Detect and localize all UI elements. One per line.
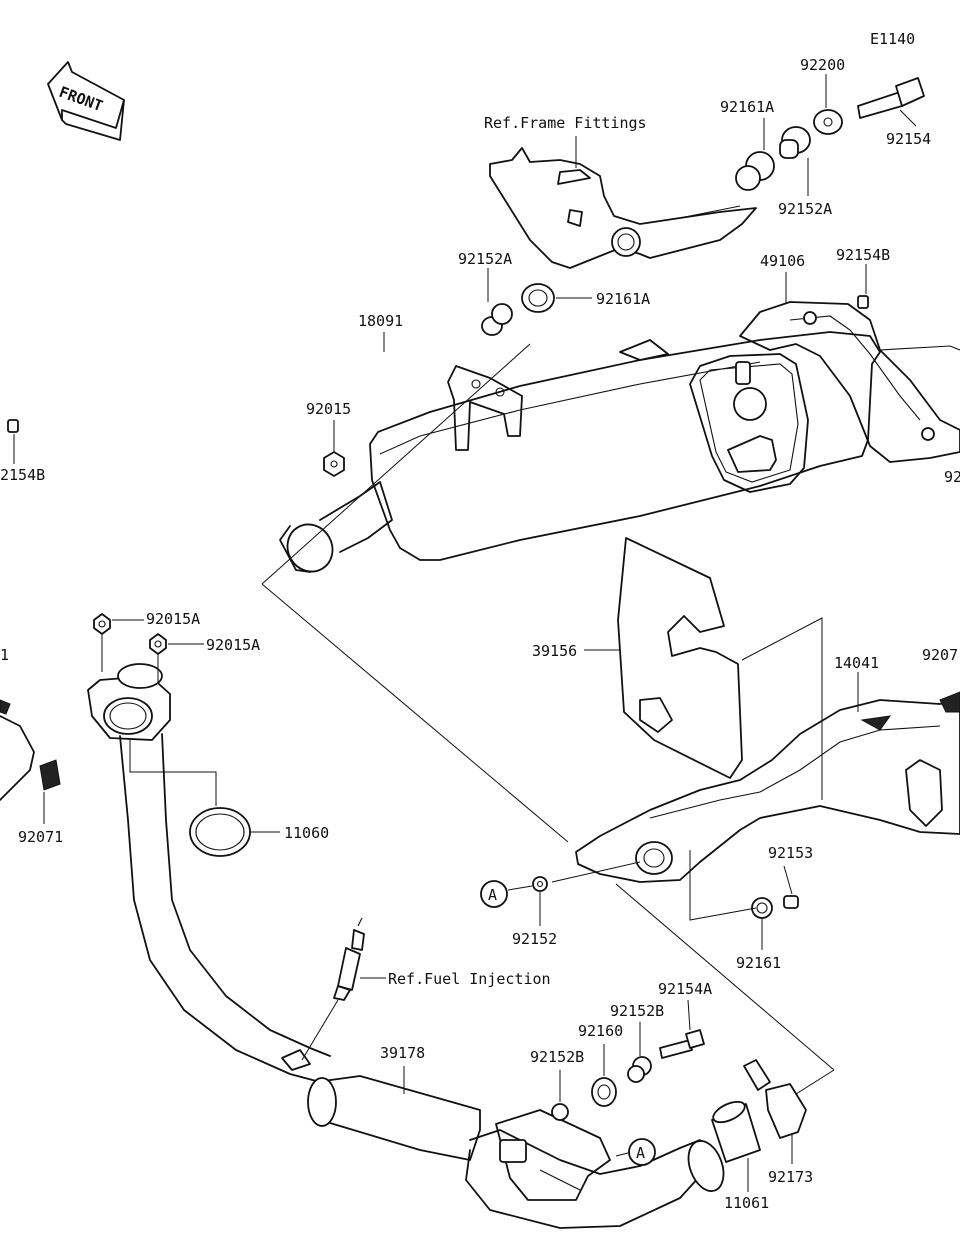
collar-92152B-2 (551, 1103, 569, 1121)
nut-92015 (323, 451, 345, 477)
bolt-92153 (783, 895, 799, 909)
callout-a-2: A (628, 1138, 656, 1166)
pipe-joint-11061 (711, 1100, 761, 1163)
bolt-92154B-right (857, 295, 869, 309)
label-92152A-right: 92152A (778, 200, 832, 218)
collar-92152B-1 (627, 1056, 652, 1083)
muffler-cover-49106 (739, 301, 960, 463)
oxygen-sensor-ref (333, 917, 365, 1001)
callout-a-1: A (480, 880, 508, 908)
gasket-11060 (189, 807, 251, 857)
label-39178: 39178 (380, 1044, 425, 1062)
label-11060: 11060 (284, 824, 329, 842)
diagram-code: E1140 (870, 30, 915, 48)
label-1-edge: 1 (0, 646, 9, 664)
label-92015A-1: 92015A (146, 610, 200, 628)
nut-92015A-1 (93, 613, 111, 635)
muffler-end-cap (689, 353, 809, 493)
muffler-18091 (279, 331, 881, 573)
label-92154A: 92154A (658, 980, 712, 998)
part-labels: E1140 92200 92161A 92154 Ref.Frame Fitti… (0, 30, 960, 1212)
grommet-92160 (591, 1077, 617, 1107)
label-92173: 92173 (768, 1168, 813, 1186)
label-14041: 14041 (834, 654, 879, 672)
label-92161A-mid: 92161A (596, 290, 650, 308)
label-ref-frame-fittings: Ref.Frame Fittings (484, 114, 647, 132)
callout-a-label: A (636, 1144, 645, 1162)
left-edge-protector (0, 699, 61, 801)
label-18091: 18091 (358, 312, 403, 330)
bolt-92154A (659, 1029, 705, 1059)
frame-fitting-bracket (489, 147, 757, 269)
label-92071: 92071 (18, 828, 63, 846)
heat-shield-39156 (617, 537, 823, 800)
label-92154: 92154 (886, 130, 931, 148)
collar-92152A-left (481, 303, 513, 336)
label-92015A-2: 92015A (206, 636, 260, 654)
front-direction-arrow: FRONT (47, 61, 125, 141)
label-92200: 92200 (800, 56, 845, 74)
collar-92152A-top (779, 126, 811, 159)
label-9207-edge: 9207 (922, 646, 958, 664)
label-ref-fuel-injection: Ref.Fuel Injection (388, 970, 551, 988)
bolt-92154B-left (7, 419, 19, 433)
label-92152B-1: 92152B (610, 1002, 664, 1020)
exhaust-pipe-39178 (87, 663, 725, 1229)
clamp-92173 (743, 1059, 807, 1139)
label-92160: 92160 (578, 1022, 623, 1040)
grommet-92161A-mid (521, 283, 555, 313)
label-11061: 11061 (724, 1194, 769, 1212)
leader-lines (13, 74, 917, 1192)
washer-92152 (532, 876, 548, 892)
label-92015: 92015 (306, 400, 351, 418)
label-92-edge: 92 (944, 468, 960, 486)
label-39156: 39156 (532, 642, 577, 660)
bolt-92154 (857, 77, 925, 119)
label-92161: 92161 (736, 954, 781, 972)
grommet-92161A-top (735, 151, 775, 191)
washer-92200 (813, 109, 843, 135)
protector-14041 (575, 691, 960, 883)
nut-92015A-2 (149, 633, 167, 655)
label-92152B-2: 92152B (530, 1048, 584, 1066)
label-92154B-right: 92154B (836, 246, 890, 264)
label-92154B-left: 2154B (0, 466, 45, 484)
label-92152: 92152 (512, 930, 557, 948)
label-92161A-top: 92161A (720, 98, 774, 116)
callout-a-label: A (488, 886, 497, 904)
label-92152A-left: 92152A (458, 250, 512, 268)
label-92153: 92153 (768, 844, 813, 862)
label-49106: 49106 (760, 252, 805, 270)
